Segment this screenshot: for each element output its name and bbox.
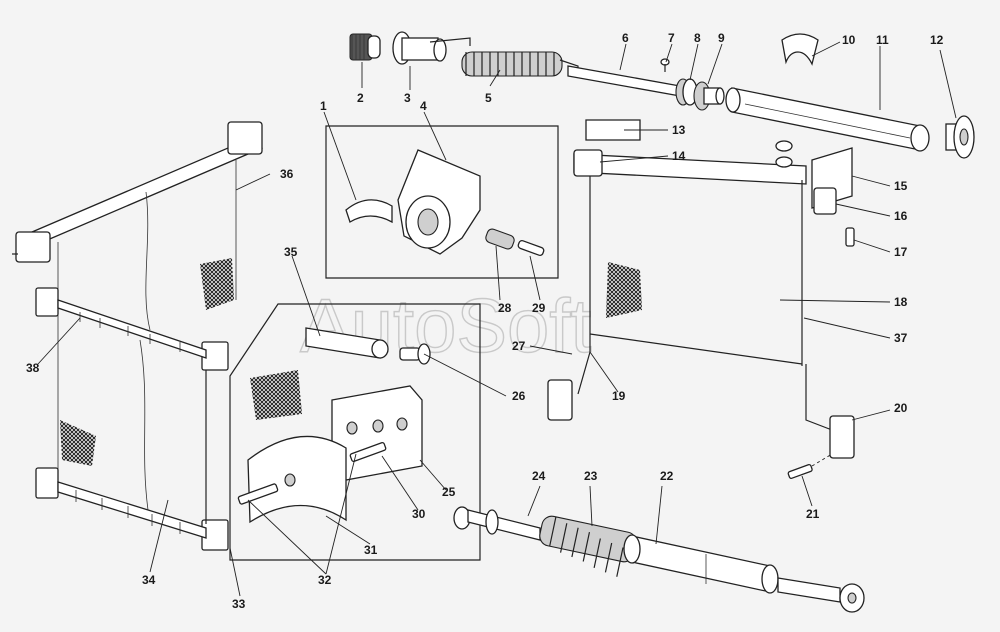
part-17-bolt: [845, 227, 855, 247]
end-pin: [777, 577, 865, 613]
part-6-rod: [567, 65, 681, 97]
callout-4: 4: [420, 99, 427, 113]
part-37-rod: [805, 364, 833, 431]
callout-13: 13: [672, 123, 686, 137]
callout-11: 11: [876, 33, 889, 47]
callout-14: 14: [672, 149, 686, 163]
bottom-cylinder-assembly: [453, 506, 865, 613]
part-19-hinge: [547, 351, 591, 421]
part-32-screw: [237, 483, 279, 505]
part-4-bracket: [397, 149, 481, 255]
callout-20: 20: [894, 401, 908, 415]
callout-34: 34: [142, 573, 156, 587]
part-10-clip: [781, 33, 819, 66]
callout-21: 21: [806, 507, 820, 521]
callout-7: 7: [668, 31, 675, 45]
part-21-screw: [787, 453, 833, 479]
part-35-pin: [305, 327, 389, 359]
callout-8: 8: [694, 31, 701, 45]
part-23-spring: [539, 515, 637, 577]
callout-30: 30: [412, 507, 426, 521]
lower-screen-assembly: [35, 339, 229, 551]
callout-35: 35: [284, 245, 298, 259]
callout-31: 31: [364, 543, 378, 557]
part-8-collar: [675, 78, 698, 106]
callout-29: 29: [532, 301, 546, 315]
callout-28: 28: [498, 301, 512, 315]
callout-33: 33: [232, 597, 246, 611]
callout-38: 38: [26, 361, 40, 375]
callout-18: 18: [894, 295, 908, 309]
callout-12: 12: [930, 33, 944, 47]
part-2-gear: [349, 33, 381, 61]
callout-32: 32: [318, 573, 332, 587]
part-15-bracket: [811, 147, 853, 215]
part-20-hinge: [829, 415, 855, 459]
part-1-clamp: [345, 199, 393, 224]
callout-17: 17: [894, 245, 908, 259]
leader-lines: [37, 41, 957, 597]
callout-36: 36: [280, 167, 294, 181]
part-22-cylinder: [623, 534, 779, 594]
callout-25: 25: [442, 485, 456, 499]
callout-22: 22: [660, 469, 674, 483]
part-11-tube: [725, 87, 930, 152]
callout-9: 9: [718, 31, 725, 45]
callout-26: 26: [512, 389, 526, 403]
callout-10: 10: [842, 33, 856, 47]
callout-37: 37: [894, 331, 908, 345]
callout-3: 3: [404, 91, 411, 105]
part-31-cap: [247, 435, 347, 524]
part-26-rivet: [399, 343, 431, 365]
part-3-bushing: [392, 31, 471, 65]
part-28-spring: [485, 228, 515, 250]
callout-15: 15: [894, 179, 908, 193]
part-16-washer: [775, 140, 793, 168]
right-frame-assembly: [547, 119, 855, 479]
callout-1: 1: [320, 99, 327, 113]
middle-screen-assembly: [35, 287, 229, 466]
part-9-bearing: [693, 81, 725, 111]
callout-23: 23: [584, 469, 598, 483]
callout-5: 5: [485, 91, 492, 105]
callout-27: 27: [512, 339, 526, 353]
callout-24: 24: [532, 469, 546, 483]
callout-labels: 1 2 3 4 5 6 7 8 9 10 11 12 13 14 15 16 1…: [26, 31, 944, 611]
callout-6: 6: [622, 31, 629, 45]
part-7-screw: [660, 58, 670, 72]
part-5-spring: [461, 51, 579, 77]
inset-clamp-detail: [229, 303, 481, 561]
callout-2: 2: [357, 91, 364, 105]
inset-bracket-detail: [325, 125, 559, 279]
part-29-pin: [517, 239, 545, 257]
part-30-screw: [349, 441, 387, 463]
callout-19: 19: [612, 389, 626, 403]
callout-16: 16: [894, 209, 908, 223]
part-24-shaft: [453, 506, 541, 541]
watermark-text: AutoSoft: [300, 284, 592, 369]
drive-shaft-assembly: [349, 31, 975, 159]
upper-screen-assembly: [12, 121, 263, 470]
part-12-end-bushing: [945, 115, 975, 159]
